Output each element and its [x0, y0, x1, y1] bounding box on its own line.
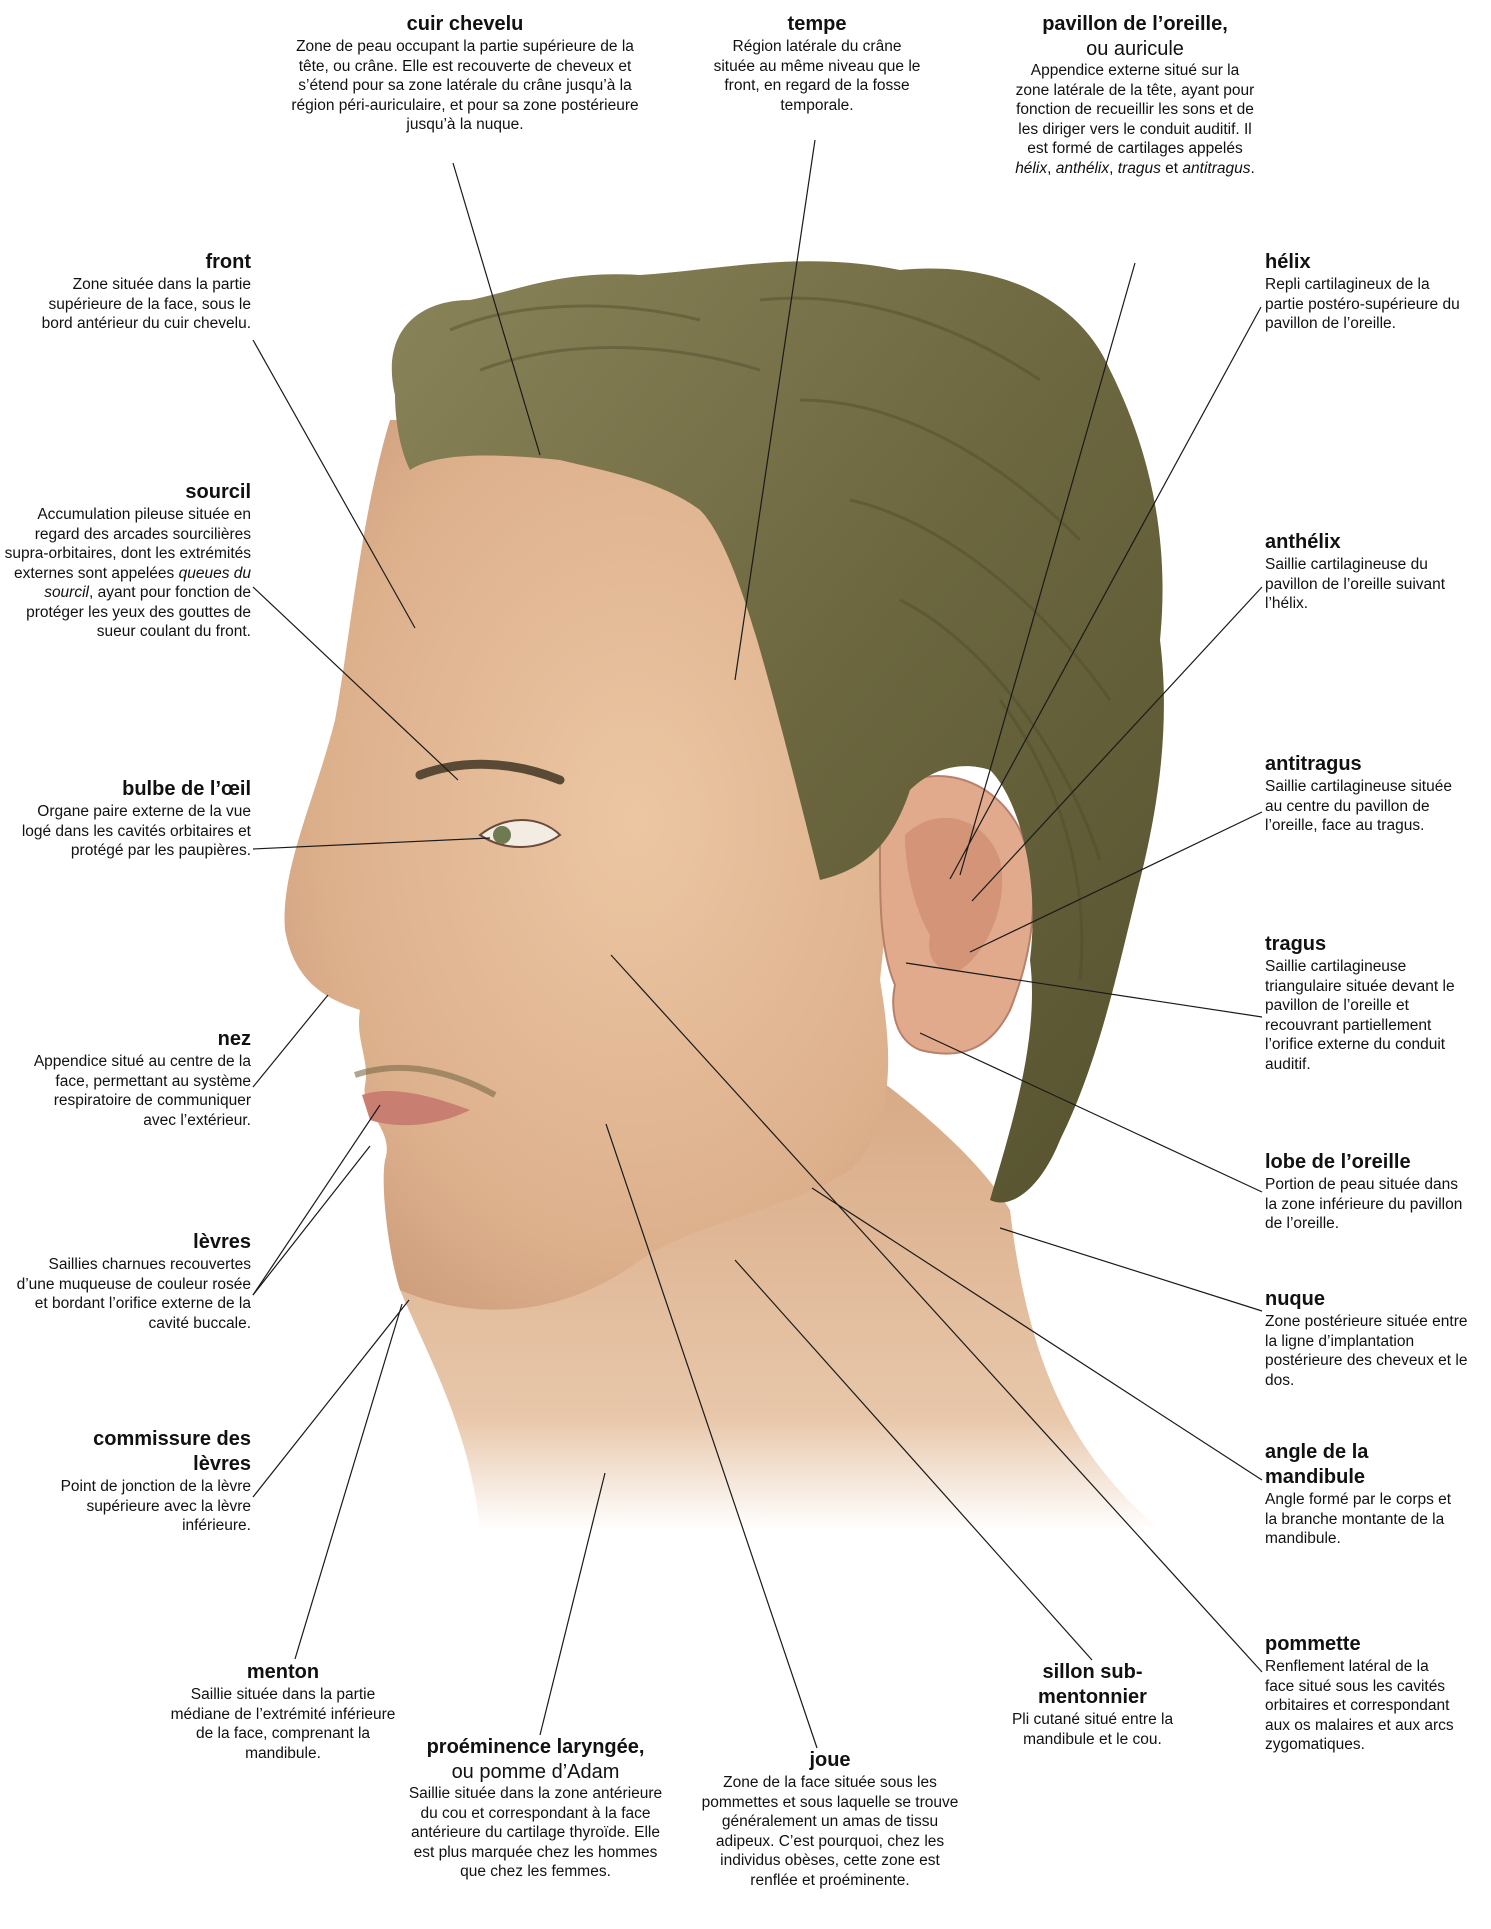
antitragus-desc: Saillie cartilagineuse située au centre …: [1265, 777, 1455, 836]
nez-title: nez: [21, 1027, 251, 1052]
cuir-chevelu-desc: Zone de peau occupant la partie supérieu…: [285, 37, 645, 135]
angle-desc: Angle formé par le corps et la branche m…: [1265, 1490, 1465, 1549]
label-tragus: tragus Saillie cartilagineuse triangulai…: [1265, 932, 1470, 1074]
lobe-title: lobe de l’oreille: [1265, 1150, 1465, 1175]
front-desc: Zone située dans la partie supérieure de…: [21, 275, 251, 334]
sillon-title: sillon sub-mentonnier: [990, 1660, 1195, 1710]
label-helix: hélix Repli cartilagineux de la partie p…: [1265, 250, 1465, 334]
leader-menton: [295, 1304, 402, 1659]
menton-desc: Saillie située dans la partie médiane de…: [168, 1685, 398, 1763]
tempe-desc: Région latérale du crâne située au même …: [712, 37, 922, 115]
joue-title: joue: [700, 1748, 960, 1773]
levres-title: lèvres: [11, 1230, 251, 1255]
leader-commissure: [253, 1300, 409, 1497]
label-commissure: commissure des lèvres Point de jonction …: [31, 1427, 251, 1536]
commissure-title: commissure des lèvres: [31, 1427, 251, 1477]
sillon-desc: Pli cutané situé entre la mandibule et l…: [990, 1710, 1195, 1749]
tragus-desc: Saillie cartilagineuse triangulaire situ…: [1265, 957, 1470, 1074]
label-pavillon-oreille: pavillon de l’oreille, ou auricule Appen…: [1015, 12, 1255, 178]
leader-levres-1: [253, 1105, 380, 1295]
label-joue: joue Zone de la face située sous les pom…: [700, 1748, 960, 1890]
label-pommette: pommette Renflement latéral de la face s…: [1265, 1632, 1455, 1755]
label-pomme-adam: proéminence laryngée, ou pomme d’Adam Sa…: [408, 1735, 663, 1882]
pomme-desc: Saillie située dans la zone antérieure d…: [408, 1784, 663, 1882]
commissure-desc: Point de jonction de la lèvre supérieure…: [31, 1477, 251, 1536]
sourcil-desc: Accumulation pileuse située en regard de…: [1, 505, 251, 642]
pomme-subtitle: ou pomme d’Adam: [408, 1760, 663, 1784]
anthelix-desc: Saillie cartilagineuse du pavillon de l’…: [1265, 555, 1465, 614]
cuir-chevelu-title: cuir chevelu: [285, 12, 645, 37]
nez-desc: Appendice situé au centre de la face, pe…: [21, 1052, 251, 1130]
label-menton: menton Saillie située dans la partie méd…: [168, 1660, 398, 1763]
label-anthelix: anthélix Saillie cartilagineuse du pavil…: [1265, 530, 1465, 614]
label-angle-mandibule: angle de la mandibule Angle formé par le…: [1265, 1440, 1465, 1549]
anthelix-title: anthélix: [1265, 530, 1465, 555]
tempe-title: tempe: [712, 12, 922, 37]
bulbe-title: bulbe de l’œil: [21, 777, 251, 802]
label-antitragus: antitragus Saillie cartilagineuse située…: [1265, 752, 1455, 836]
pavillon-subtitle: ou auricule: [1015, 37, 1255, 61]
label-cuir-chevelu: cuir chevelu Zone de peau occupant la pa…: [285, 12, 645, 135]
helix-desc: Repli cartilagineux de la partie postéro…: [1265, 275, 1465, 334]
leader-levres-2: [253, 1146, 370, 1295]
pavillon-title: pavillon de l’oreille,: [1015, 12, 1255, 37]
front-title: front: [21, 250, 251, 275]
pomme-title: proéminence laryngée,: [408, 1735, 663, 1760]
label-sillon: sillon sub-mentonnier Pli cutané situé e…: [990, 1660, 1195, 1749]
leader-nuque: [1000, 1228, 1262, 1311]
sourcil-title: sourcil: [1, 480, 251, 505]
menton-title: menton: [168, 1660, 398, 1685]
label-nez: nez Appendice situé au centre de la face…: [21, 1027, 251, 1130]
nuque-title: nuque: [1265, 1287, 1480, 1312]
pavillon-desc: Appendice externe situé sur la zone laté…: [1015, 61, 1255, 178]
label-nuque: nuque Zone postérieure située entre la l…: [1265, 1287, 1480, 1390]
leader-nez: [253, 995, 328, 1087]
bulbe-desc: Organe paire externe de la vue logé dans…: [21, 802, 251, 861]
label-lobe-oreille: lobe de l’oreille Portion de peau située…: [1265, 1150, 1465, 1234]
label-levres: lèvres Saillies charnues recouvertes d’u…: [11, 1230, 251, 1333]
label-bulbe-oeil: bulbe de l’œil Organe paire externe de l…: [21, 777, 251, 861]
label-sourcil: sourcil Accumulation pileuse située en r…: [1, 480, 251, 642]
tragus-title: tragus: [1265, 932, 1470, 957]
iris-shape: [493, 826, 511, 844]
label-tempe: tempe Région latérale du crâne située au…: [712, 12, 922, 115]
helix-title: hélix: [1265, 250, 1465, 275]
pommette-desc: Renflement latéral de la face situé sous…: [1265, 1657, 1455, 1755]
pommette-title: pommette: [1265, 1632, 1455, 1657]
levres-desc: Saillies charnues recouvertes d’une muqu…: [11, 1255, 251, 1333]
angle-title: angle de la mandibule: [1265, 1440, 1465, 1490]
joue-desc: Zone de la face située sous les pommette…: [700, 1773, 960, 1890]
nuque-desc: Zone postérieure située entre la ligne d…: [1265, 1312, 1480, 1390]
lobe-desc: Portion de peau située dans la zone infé…: [1265, 1175, 1465, 1234]
label-front: front Zone située dans la partie supérie…: [21, 250, 251, 334]
antitragus-title: antitragus: [1265, 752, 1455, 777]
